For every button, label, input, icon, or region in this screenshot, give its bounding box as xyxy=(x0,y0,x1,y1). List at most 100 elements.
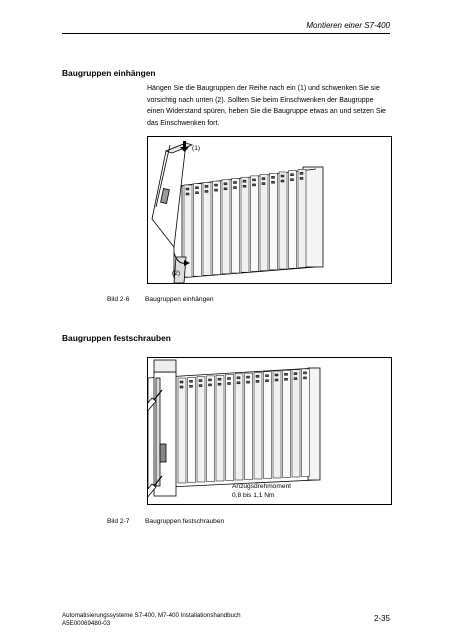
slot-latch xyxy=(265,374,269,377)
slot-latch xyxy=(179,380,184,384)
slot-latch xyxy=(293,377,298,380)
rack-slot xyxy=(272,370,282,479)
label-step-2: (2) xyxy=(172,270,180,277)
rack-slot xyxy=(278,171,288,270)
slot-latch xyxy=(204,190,209,193)
slot-latch xyxy=(236,381,241,385)
slot-latch xyxy=(198,379,203,382)
slot-latch xyxy=(280,179,285,183)
rack-slot xyxy=(212,180,221,275)
rack-slot xyxy=(202,182,212,276)
caption-text: Baugruppen einhängen xyxy=(145,296,214,303)
slot-latch xyxy=(252,178,256,182)
figure-caption-2-6: Bild 2-6 Baugruppen einhängen xyxy=(107,296,214,303)
rack-slot xyxy=(187,377,196,483)
rack-slot xyxy=(263,371,272,479)
rack-slot xyxy=(215,374,225,482)
page-header-title: Montieren einer S7-400 xyxy=(306,21,390,30)
slot-latch xyxy=(179,385,184,389)
slot-latch xyxy=(290,173,294,176)
rack-slot xyxy=(291,369,301,478)
footer-manual-title: Automatisierungssysteme S7-400, M7-400 I… xyxy=(62,612,241,619)
slot-latch xyxy=(195,191,199,194)
slot-latch xyxy=(223,187,228,191)
slot-latch xyxy=(303,376,307,380)
label-step-1: (1) xyxy=(192,145,200,152)
slot-latch xyxy=(290,178,294,181)
page-footer: Automatisierungssysteme S7-400, M7-400 I… xyxy=(62,612,390,627)
slot-latch xyxy=(246,380,250,384)
slot-latch xyxy=(299,172,304,175)
slot-latch xyxy=(233,181,237,184)
rack-slot xyxy=(177,377,187,484)
slot-latch xyxy=(185,192,190,196)
slot-latch xyxy=(195,186,199,189)
rack-slots xyxy=(177,368,310,484)
section-heading-festschrauben: Baugruppen festschrauben xyxy=(62,333,171,343)
figure-screwing-modules: Anzugsdrehmoment 0,8 bis 1,1 Nm xyxy=(147,357,392,505)
screwdriver-icon-top xyxy=(148,389,163,412)
rack-slot xyxy=(269,173,278,271)
slot-latch xyxy=(208,378,212,382)
page-number: 2-35 xyxy=(373,614,390,623)
rack-slot xyxy=(301,368,310,477)
slot-latch xyxy=(227,377,231,380)
slot-latch xyxy=(208,383,212,387)
front-module xyxy=(153,359,177,497)
header-divider xyxy=(62,33,390,34)
screwdriver-icon-bottom xyxy=(148,475,163,498)
slot-latch xyxy=(265,379,269,382)
slot-latch xyxy=(293,372,298,375)
rack-slot xyxy=(206,375,215,482)
slot-latch xyxy=(274,373,279,377)
rack-slot xyxy=(231,178,240,274)
slot-latch xyxy=(185,187,190,191)
rack-slot xyxy=(253,372,263,480)
torque-value: 0,8 bis 1,1 Nm xyxy=(232,492,275,499)
rack-slot xyxy=(225,374,234,481)
slot-latch xyxy=(303,371,307,375)
slot-latch xyxy=(204,185,209,188)
caption-number: Bild 2-6 xyxy=(107,296,130,303)
slot-latch xyxy=(271,176,275,179)
slot-latch xyxy=(242,184,247,188)
rack-slot xyxy=(196,376,206,483)
rack-slot xyxy=(244,372,253,480)
rack-slot xyxy=(259,174,269,271)
slot-latch xyxy=(242,179,247,183)
slot-latch xyxy=(284,373,288,376)
slot-latch xyxy=(233,186,237,189)
slot-latch xyxy=(261,177,266,180)
slot-latch xyxy=(252,183,256,187)
section-heading-einhaengen: Baugruppen einhängen xyxy=(62,68,156,78)
slot-latch xyxy=(236,376,241,380)
slot-latch xyxy=(223,182,228,186)
caption-number: Bild 2-7 xyxy=(107,518,130,525)
slot-latch xyxy=(189,380,193,383)
slot-latch xyxy=(280,174,285,178)
slot-latch xyxy=(261,182,266,185)
rack-slot xyxy=(240,176,250,273)
module-being-hung xyxy=(151,142,194,283)
slot-latch xyxy=(214,183,218,187)
rack-slot xyxy=(193,183,202,277)
slot-latch xyxy=(255,375,260,378)
rack-slot xyxy=(250,175,259,272)
slot-latch xyxy=(271,181,275,184)
slot-latch xyxy=(217,382,222,386)
footer-order-number: A5E00069480-03 xyxy=(62,619,111,627)
slot-latch xyxy=(246,375,250,379)
slot-latch xyxy=(299,177,304,180)
slot-latch xyxy=(214,188,218,192)
slot-latch xyxy=(198,384,203,387)
slot-latch xyxy=(217,377,222,381)
rack-slot xyxy=(234,373,244,481)
rack-slots xyxy=(183,169,307,278)
rack-slot xyxy=(183,184,193,278)
rack-slot xyxy=(221,179,231,275)
down-arrow-icon xyxy=(180,141,189,152)
slot-latch xyxy=(255,380,260,383)
rack-slot xyxy=(282,370,291,478)
illustration-hanging-modules: (1) (2) xyxy=(151,141,324,283)
